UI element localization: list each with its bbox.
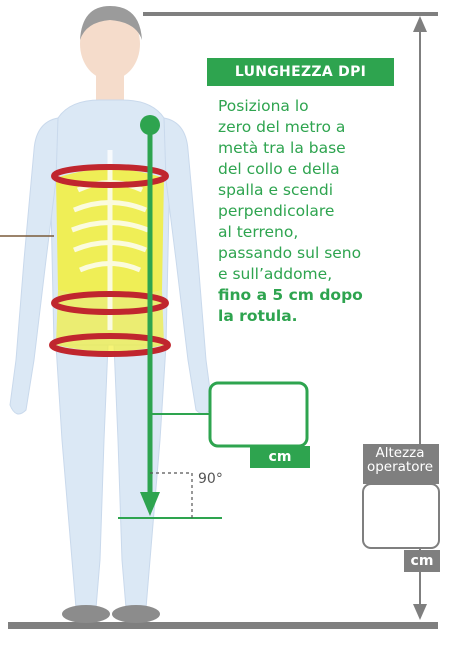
- length-input-box[interactable]: [208, 381, 309, 448]
- operator-height-input-box[interactable]: [362, 483, 440, 549]
- angle-label: 90°: [198, 471, 223, 487]
- instruction-line: del collo e della: [218, 160, 340, 178]
- waist-band: [51, 291, 169, 315]
- neck: [96, 75, 124, 103]
- operator-height-label: Altezza operatore: [363, 446, 437, 474]
- instruction-line: Posiziona lo: [218, 97, 309, 115]
- operator-height-header: [363, 444, 439, 484]
- instruction-line: spalla e scendi: [218, 181, 334, 199]
- instruction-line: e sull’addome,: [218, 265, 333, 283]
- hip-band: [49, 333, 171, 357]
- operator-height-label-line1: Altezza: [375, 445, 425, 461]
- left-foot: [62, 605, 110, 623]
- hair: [80, 6, 142, 40]
- right-foot: [112, 605, 160, 623]
- head: [80, 8, 140, 80]
- length-unit-label: cm: [250, 446, 310, 468]
- instruction-line: metà tra la base: [218, 139, 346, 157]
- right-angle-marker: [150, 472, 193, 518]
- instruction-bold-line: la rotula.: [218, 307, 298, 325]
- operator-height-unit-label: cm: [404, 550, 440, 572]
- instruction-bold-line: fino a 5 cm dopo: [218, 286, 363, 304]
- ground-line: [8, 622, 438, 629]
- instruction-line: zero del metro a: [218, 118, 346, 136]
- instruction-line: al terreno,: [218, 223, 299, 241]
- instructions-text: Posiziona lo zero del metro a metà tra l…: [218, 96, 408, 327]
- operator-height-label-line2: operatore: [366, 459, 434, 475]
- instruction-line: perpendicolare: [218, 202, 335, 220]
- chest-band: [51, 164, 169, 188]
- instruction-line: passando sul seno: [218, 244, 362, 262]
- tape-arrowhead: [140, 492, 160, 516]
- measurement-bands: [49, 164, 171, 357]
- body-silhouette: [9, 99, 213, 609]
- section-title: LUNGHEZZA DPI: [207, 58, 394, 86]
